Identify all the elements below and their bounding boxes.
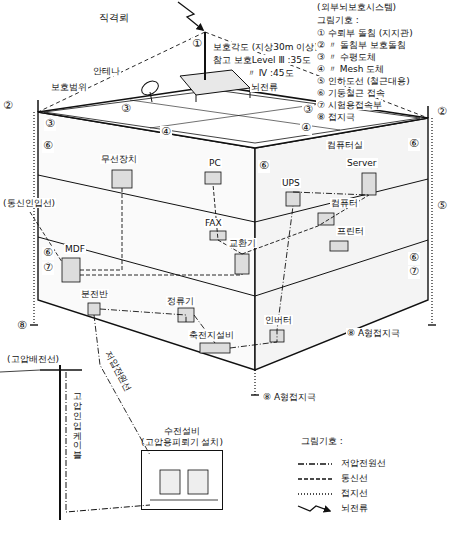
label: 고압인입케이블 — [72, 392, 83, 461]
callout-number: ⑦ — [408, 266, 420, 279]
label: 안테나 — [92, 66, 121, 76]
callout-number: ⑥ — [408, 138, 420, 151]
label: 컴퓨터실 — [326, 140, 364, 150]
label: 직격뢰 — [98, 12, 130, 24]
penthouse — [180, 70, 250, 95]
callout-number: ③ — [302, 104, 314, 117]
callout-number: ⑥ — [258, 160, 270, 173]
label: ⑦ 시험용접속부 — [316, 100, 383, 110]
label: 분전반 — [80, 289, 109, 299]
antenna-dish — [139, 78, 161, 97]
legend-text: 통신선 — [340, 473, 369, 483]
substation-detail — [150, 470, 218, 500]
left-wall — [38, 112, 255, 370]
node-text: 수전설비 — [138, 426, 226, 437]
callout-number: ③ — [120, 103, 132, 116]
legend-sample — [298, 506, 330, 511]
label: ① 수뢰부 돌침 (지지관) — [316, 28, 414, 38]
label: ④ 〃 Mesh 도체 — [316, 64, 385, 74]
legend-sample — [298, 463, 332, 464]
label: UPS — [281, 178, 301, 188]
callout-number: ⑥ — [42, 247, 54, 260]
callout-number: ⑥ — [408, 252, 420, 265]
callout-number: PC — [208, 158, 222, 168]
label: ⑧ A형접지극 — [262, 392, 317, 402]
callout-number: ⑧ — [16, 320, 28, 333]
callout-number: ④ — [300, 122, 312, 135]
right-wall — [255, 118, 428, 370]
equipment — [62, 170, 376, 353]
node-text: (고압용피뢰기 설치) — [138, 437, 226, 448]
label: Server — [346, 158, 378, 168]
label: ③ 〃 수평도체 — [316, 52, 377, 62]
label: 무선장치 — [100, 154, 138, 164]
label: 뇌전류 — [250, 82, 279, 92]
legend-text: 접지선 — [340, 488, 369, 498]
legend-text: 저압전원선 — [340, 458, 387, 468]
legend-sample — [298, 493, 332, 494]
callout-number: ③ — [44, 118, 56, 131]
roof — [38, 86, 428, 148]
ground-rod — [30, 325, 436, 395]
callout-number: ⑤ — [436, 200, 448, 213]
label: 그림기호 : — [300, 436, 344, 446]
mesh-conductor — [150, 104, 320, 128]
down-conductor — [34, 112, 432, 395]
callout-number: ② — [436, 106, 448, 119]
label: ⑧ 접지극 — [316, 112, 356, 122]
callout-number: ⑦ — [42, 262, 54, 275]
label: 정류기 — [166, 296, 195, 306]
label: 축전지설비 — [188, 330, 235, 340]
label: (외부뇌보호시스템) — [316, 2, 397, 12]
substation-box: 수전설비(고압용피뢰기 설치) — [138, 426, 226, 510]
air-terminal-rod — [204, 32, 206, 80]
label: ⑤ 인하도선 (철근대용) — [316, 76, 411, 86]
callout-number: ④ — [160, 126, 172, 139]
label: MDF — [64, 244, 86, 254]
label: 그림기호 : — [316, 15, 360, 25]
label: 교환기 — [228, 238, 257, 248]
callout-number: ② — [2, 100, 14, 113]
label: 저압전원선 — [103, 348, 134, 394]
label: (통신인입선) — [2, 198, 56, 208]
label: 〃 Ⅳ :45도 — [246, 68, 295, 78]
legend-text: 뇌전류 — [340, 503, 369, 513]
substation-housing — [141, 450, 223, 510]
label: ⑧ A형접지극 — [346, 328, 401, 338]
label: 보호범위 — [50, 82, 88, 92]
lightning-bolt — [178, 2, 203, 30]
legend-sample — [298, 478, 332, 479]
label: 프린터 — [336, 226, 365, 236]
callout-number: ① — [191, 38, 203, 51]
label: ② 〃 돌침부 보호돌침 — [316, 40, 407, 50]
label: 보호각도 (지상30m 이상) — [212, 42, 319, 52]
callout-number: ⑥ — [42, 140, 54, 153]
label: (고압배전선) — [6, 354, 60, 364]
label: 컴퓨터 — [330, 198, 359, 208]
label: FAX — [204, 218, 223, 228]
label: ⑥ 기둥철근 접속 — [316, 88, 386, 98]
label: 참고 보호Level Ⅲ :35도 — [212, 55, 312, 65]
label: 인버터 — [264, 315, 293, 325]
